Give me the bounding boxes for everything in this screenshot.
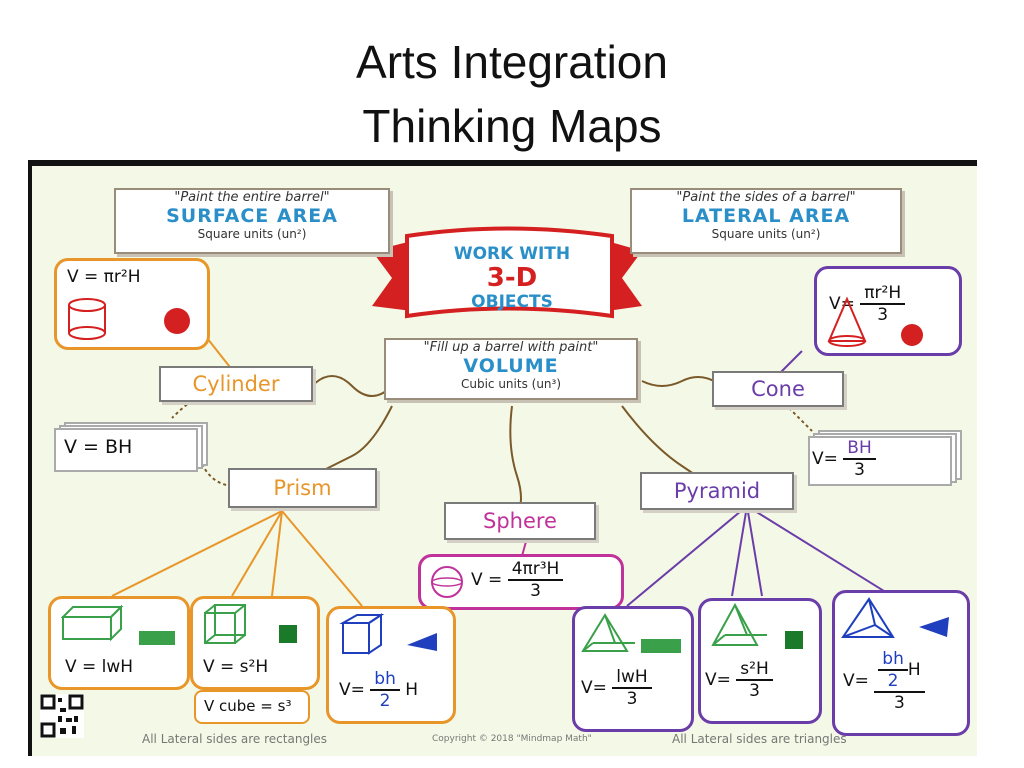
pyramid-card-den: 3 bbox=[854, 460, 865, 480]
prism-card-formula: V = BH bbox=[64, 436, 133, 458]
surface-area-quote: "Paint the entire barrel" bbox=[174, 190, 330, 205]
title-line-2: Thinking Maps bbox=[362, 100, 662, 152]
prism-label: Prism bbox=[228, 468, 377, 508]
connector-lines bbox=[111, 226, 893, 607]
qr-code-icon bbox=[40, 694, 84, 738]
cone-formula-lhs: V= bbox=[829, 294, 855, 314]
cube-extra-formula: V cube = s³ bbox=[204, 697, 292, 715]
center-banner bbox=[372, 226, 642, 319]
square-pyramid-lhs: V= bbox=[705, 670, 731, 690]
tri-prism-num: bh bbox=[370, 669, 400, 691]
center-line-3: OBJECTS bbox=[471, 292, 553, 312]
lateral-area-title: LATERAL AREA bbox=[681, 205, 851, 227]
cube-formula: V = s²H bbox=[203, 657, 269, 677]
slide-title: Arts Integration Thinking Maps bbox=[0, 30, 1024, 158]
center-title: WORK WITH 3-D OBJECTS bbox=[417, 244, 607, 312]
cone-icon bbox=[827, 296, 923, 347]
rect-pyramid-num: lwH bbox=[612, 667, 652, 689]
center-line-1: WORK WITH bbox=[453, 244, 571, 264]
cylinder-icon bbox=[68, 298, 190, 340]
sphere-label: Sphere bbox=[444, 502, 596, 540]
connector-prism-card bbox=[201, 463, 233, 487]
thinking-map: WORK WITH 3-D OBJECTS "Paint the entire … bbox=[28, 160, 977, 756]
pyramid-label: Pyramid bbox=[640, 472, 794, 510]
rect-prism-formula: V = lwH bbox=[65, 657, 134, 677]
pyramid-card-lhs: V= bbox=[812, 449, 838, 469]
square-pyramid-icon bbox=[711, 602, 803, 649]
triangular-prism-icon bbox=[339, 613, 437, 655]
pyramid-footer: All Lateral sides are triangles bbox=[672, 732, 847, 746]
tri-prism-lhs: V= bbox=[339, 680, 365, 700]
lateral-area-scroll: "Paint the sides of a barrel" LATERAL AR… bbox=[630, 188, 902, 254]
square-pyramid-den: 3 bbox=[749, 681, 760, 701]
cylinder-formula: V = πr²H bbox=[67, 267, 141, 287]
tri-prism-tail: H bbox=[405, 680, 419, 700]
tri-pyramid-num: bh bbox=[878, 649, 908, 671]
connector-cone bbox=[641, 376, 723, 387]
sphere-formula-num: 4πr³H bbox=[507, 559, 564, 581]
tri-pyramid-den: 3 bbox=[894, 693, 905, 713]
sphere-icon bbox=[431, 566, 463, 598]
cylinder-formula-bubble: V = πr²H bbox=[54, 258, 210, 350]
lateral-area-quote: "Paint the sides of a barrel" bbox=[676, 190, 856, 205]
surface-area-scroll: "Paint the entire barrel" SURFACE AREA S… bbox=[114, 188, 390, 254]
prism-card-stack: V = BH bbox=[54, 422, 208, 472]
center-line-2: 3-D bbox=[486, 263, 538, 293]
tri-prism-den: 2 bbox=[379, 691, 391, 711]
sphere-formula-den: 3 bbox=[530, 581, 541, 601]
rectangular-pyramid-icon bbox=[581, 613, 681, 653]
pyramid-card-num: BH bbox=[843, 438, 876, 460]
lateral-area-units: Square units (un²) bbox=[711, 227, 821, 241]
rect-pyramid-lhs: V= bbox=[581, 678, 607, 698]
triangular-pyramid-icon bbox=[841, 597, 949, 638]
surface-area-units: Square units (un²) bbox=[197, 227, 307, 241]
rect-prism-box: V = lwH bbox=[48, 596, 190, 690]
surface-area-title: SURFACE AREA bbox=[166, 205, 338, 227]
sphere-callout-line bbox=[521, 537, 528, 557]
cone-formula-num: πr²H bbox=[860, 283, 906, 305]
volume-scroll: "Fill up a barrel with paint" VOLUME Cub… bbox=[384, 338, 638, 400]
volume-title: VOLUME bbox=[463, 355, 559, 377]
cone-label: Cone bbox=[712, 371, 844, 407]
rect-pyramid-den: 3 bbox=[626, 689, 638, 709]
title-line-1: Arts Integration bbox=[356, 36, 668, 88]
cube-icon bbox=[204, 604, 297, 644]
cone-formula-den: 3 bbox=[877, 305, 889, 325]
cube-prism-box: V = s²H bbox=[190, 596, 320, 690]
prism-branches bbox=[111, 510, 363, 607]
copyright: Copyright © 2018 "Mindmap Math" bbox=[432, 734, 592, 744]
sphere-formula-lhs: V = bbox=[471, 570, 503, 590]
tri-pyramid-num-den: 2 bbox=[887, 671, 899, 691]
volume-quote: "Fill up a barrel with paint" bbox=[423, 340, 599, 355]
pyramid-branches bbox=[626, 505, 893, 607]
square-pyramid-num: s²H bbox=[736, 659, 773, 681]
tri-pyramid-tail: H bbox=[907, 660, 921, 680]
volume-units: Cubic units (un³) bbox=[460, 377, 562, 391]
cylinder-label: Cylinder bbox=[159, 366, 313, 402]
cube-extra-box: V cube = s³ bbox=[194, 690, 310, 724]
tri-pyramid-lhs: V= bbox=[843, 671, 869, 691]
prism-footer: All Lateral sides are rectangles bbox=[142, 732, 328, 746]
rectangular-prism-icon bbox=[60, 604, 175, 645]
